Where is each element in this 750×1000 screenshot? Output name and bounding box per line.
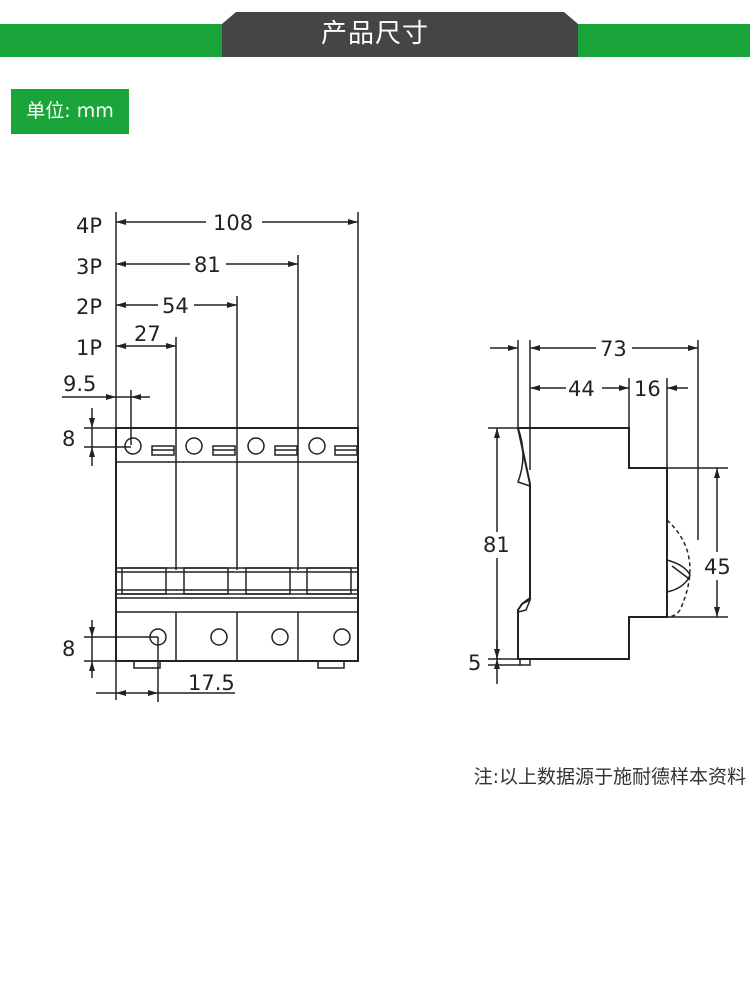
dim-1p-width: 27	[134, 322, 161, 346]
dim-height: 81	[483, 533, 510, 557]
dim-bottom-hole-height: 8	[62, 637, 75, 661]
dim-2p-width: 54	[162, 294, 189, 318]
pole-label-1p: 1P	[76, 336, 102, 360]
dim-depth-body: 44	[568, 377, 595, 401]
pole-label-3p: 3P	[76, 255, 102, 279]
dim-handle-height: 45	[704, 555, 731, 579]
pole-label-2p: 2P	[76, 295, 102, 319]
unit-badge: 单位: mm	[11, 89, 129, 134]
dim-bottom-hole-offset: 17.5	[188, 671, 235, 695]
pole-label-4p: 4P	[76, 214, 102, 238]
front-view: 4P 3P 2P 1P 108 81 54 27	[62, 211, 359, 702]
dim-top-hole-height: 8	[62, 427, 75, 451]
side-view: 73 44 16 81 5	[468, 337, 731, 684]
dim-depth-handle: 16	[634, 377, 661, 401]
source-note: 注:以上数据源于施耐德样本资料	[473, 766, 746, 788]
dim-foot-height: 5	[468, 651, 481, 675]
dim-3p-width: 81	[194, 253, 221, 277]
dim-4p-width: 108	[213, 211, 253, 235]
dim-hole-offset: 9.5	[63, 372, 96, 396]
dim-depth-total: 73	[600, 337, 627, 361]
page-title: 产品尺寸	[320, 19, 429, 49]
header-title-plate	[222, 12, 578, 57]
